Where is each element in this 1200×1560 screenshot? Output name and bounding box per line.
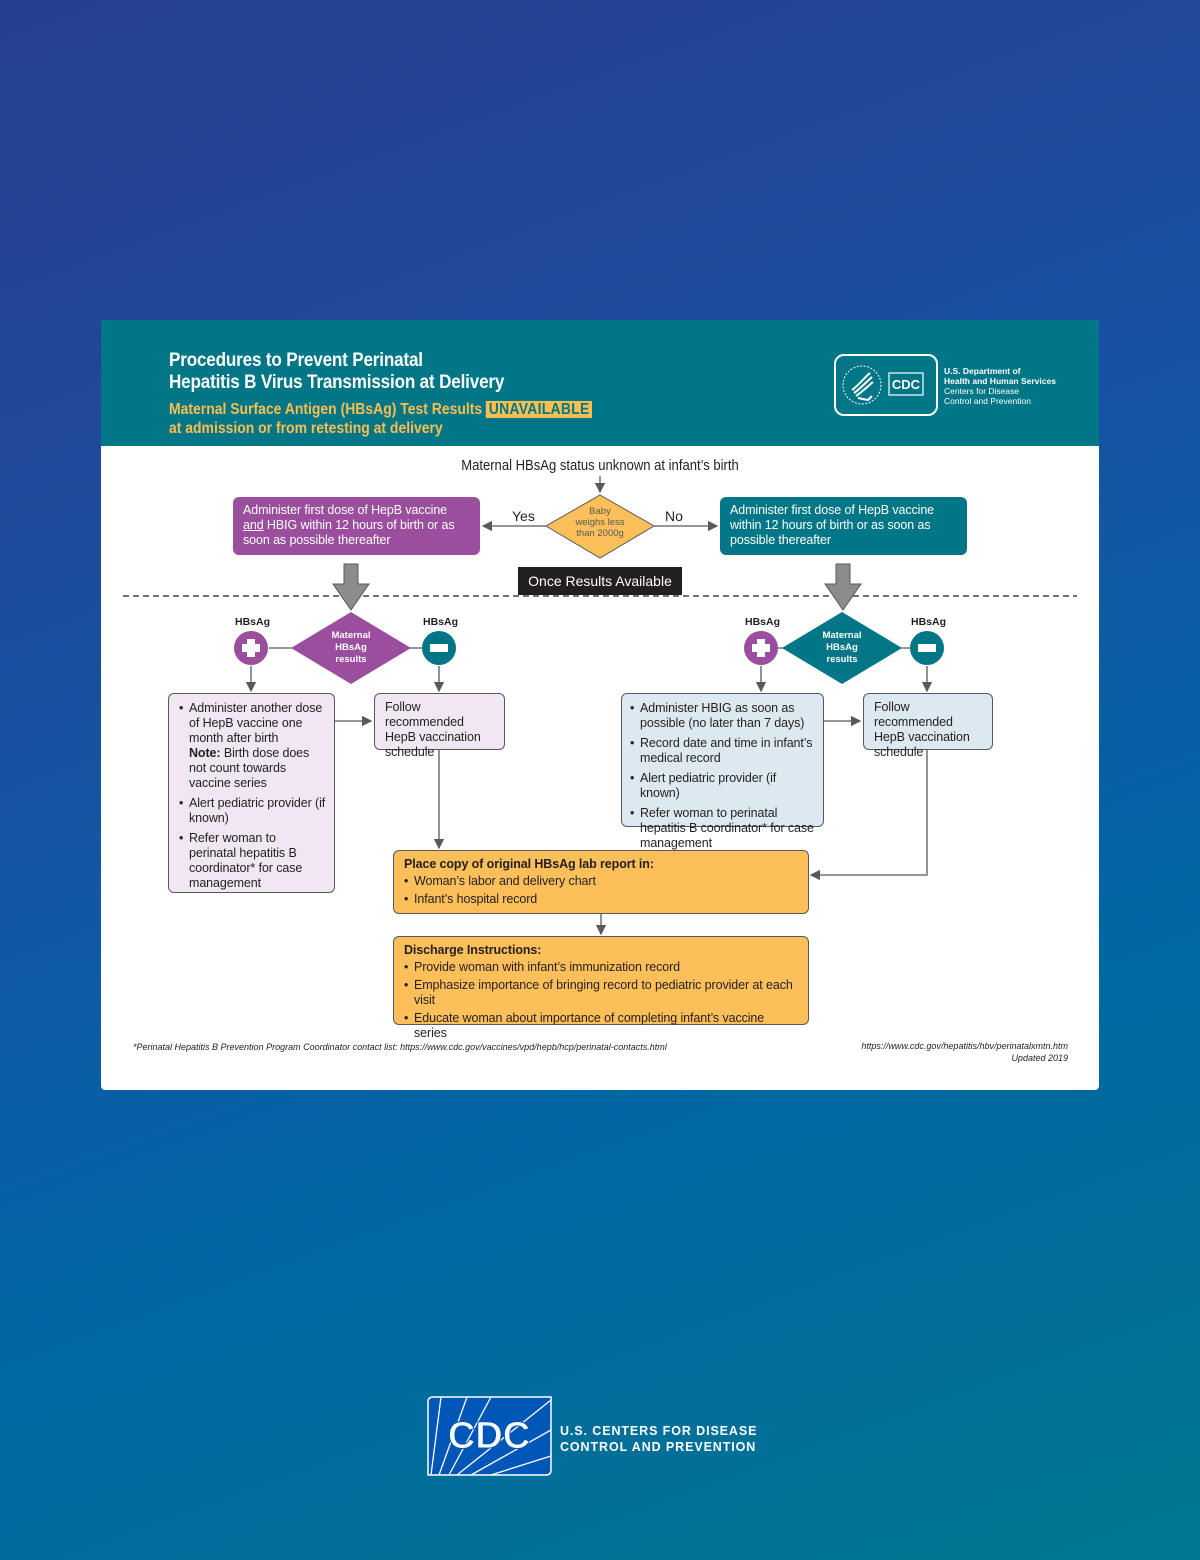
hhs-line-2: Health and Human Services <box>944 376 1056 386</box>
footnote: *Perinatal Hepatitis B Prevention Progra… <box>133 1042 667 1052</box>
source-url: https://www.cdc.gov/hepatitis/hbv/perina… <box>861 1041 1068 1051</box>
left-minus-icon <box>422 631 456 665</box>
hhs-line-4: Control and Prevention <box>944 396 1031 406</box>
card-header: Procedures to Prevent Perinatal Hepatiti… <box>101 320 1099 446</box>
right-minus-icon <box>910 631 944 665</box>
unavailable-badge: UNAVAILABLE <box>486 401 593 418</box>
updated-date: Updated 2019 <box>1011 1053 1068 1063</box>
subtitle-line-1: Maternal Surface Antigen (HBsAg) Test Re… <box>169 401 483 418</box>
hhs-line-3: Centers for Disease <box>944 386 1020 396</box>
title-line-1: Procedures to Prevent Perinatal <box>169 350 423 371</box>
big-arrow-right <box>824 563 862 611</box>
subtitle: Maternal Surface Antigen (HBsAg) Test Re… <box>169 400 593 438</box>
cdc-logo-mark: CDC <box>448 1415 530 1457</box>
hhs-eagle-icon: CDC <box>842 365 924 405</box>
big-arrow-left <box>332 563 370 611</box>
lab-report-heading: Place copy of original HBsAg lab report … <box>404 857 654 871</box>
title-line-2: Hepatitis B Virus Transmission at Delive… <box>169 372 505 393</box>
yes-label: Yes <box>512 508 535 524</box>
hbsag-label-right-pos: HBsAg <box>745 616 781 628</box>
right-plus-icon <box>744 631 778 665</box>
hhs-cdc-logo: CDC <box>834 354 938 416</box>
right-negative-box: Follow recommended HepB vaccination sche… <box>863 693 993 759</box>
weight-decision-text: Baby weighs less than 2000g <box>575 506 625 539</box>
right-positive-box: Administer HBIG as soon as possible (no … <box>621 693 824 850</box>
no-label: No <box>665 508 683 524</box>
hhs-line-1: U.S. Department of <box>944 366 1021 376</box>
discharge-instructions-box: Discharge Instructions: Provide woman wi… <box>393 936 809 1040</box>
hhs-text: U.S. Department of Health and Human Serv… <box>944 366 1056 406</box>
once-results-available-label: Once Results Available <box>518 567 682 595</box>
left-negative-box: Follow recommended HepB vaccination sche… <box>374 693 505 759</box>
lab-report-box: Place copy of original HBsAg lab report … <box>393 850 809 914</box>
hbsag-label-left-neg: HBsAg <box>423 616 459 628</box>
page-title: Procedures to Prevent Perinatal Hepatiti… <box>169 350 504 394</box>
hbsag-label-right-neg: HBsAg <box>911 616 947 628</box>
subtitle-line-2: at admission or from retesting at delive… <box>169 420 443 437</box>
flowchart-card: Procedures to Prevent Perinatal Hepatiti… <box>101 320 1099 1090</box>
cdc-mark-small: CDC <box>892 377 921 392</box>
no-action-box: Administer first dose of HepB vaccine wi… <box>720 497 967 555</box>
connectors <box>123 476 1077 936</box>
cdc-logo-text: U.S. CENTERS FOR DISEASE CONTROL AND PRE… <box>560 1423 757 1455</box>
source-block: https://www.cdc.gov/hepatitis/hbv/perina… <box>861 1040 1068 1064</box>
cdc-logo-line-1: U.S. CENTERS FOR DISEASE <box>560 1424 758 1438</box>
left-results-diamond <box>291 612 411 684</box>
hbsag-label-left-pos: HBsAg <box>235 616 271 628</box>
right-results-diamond <box>782 612 902 684</box>
cdc-logo-line-2: CONTROL AND PREVENTION <box>560 1440 757 1454</box>
left-results-diamond-text: Maternal HBsAg results <box>331 630 371 665</box>
left-positive-box: Administer another dose of HepB vaccine … <box>168 693 335 893</box>
start-label: Maternal HBsAg status unknown at infant’… <box>461 458 739 474</box>
cdc-logo-icon: CDC <box>427 1396 552 1476</box>
discharge-heading: Discharge Instructions: <box>404 943 542 957</box>
right-results-diamond-text: Maternal HBsAg results <box>822 630 862 665</box>
left-plus-icon <box>234 631 268 665</box>
weight-decision-diamond <box>545 494 655 559</box>
